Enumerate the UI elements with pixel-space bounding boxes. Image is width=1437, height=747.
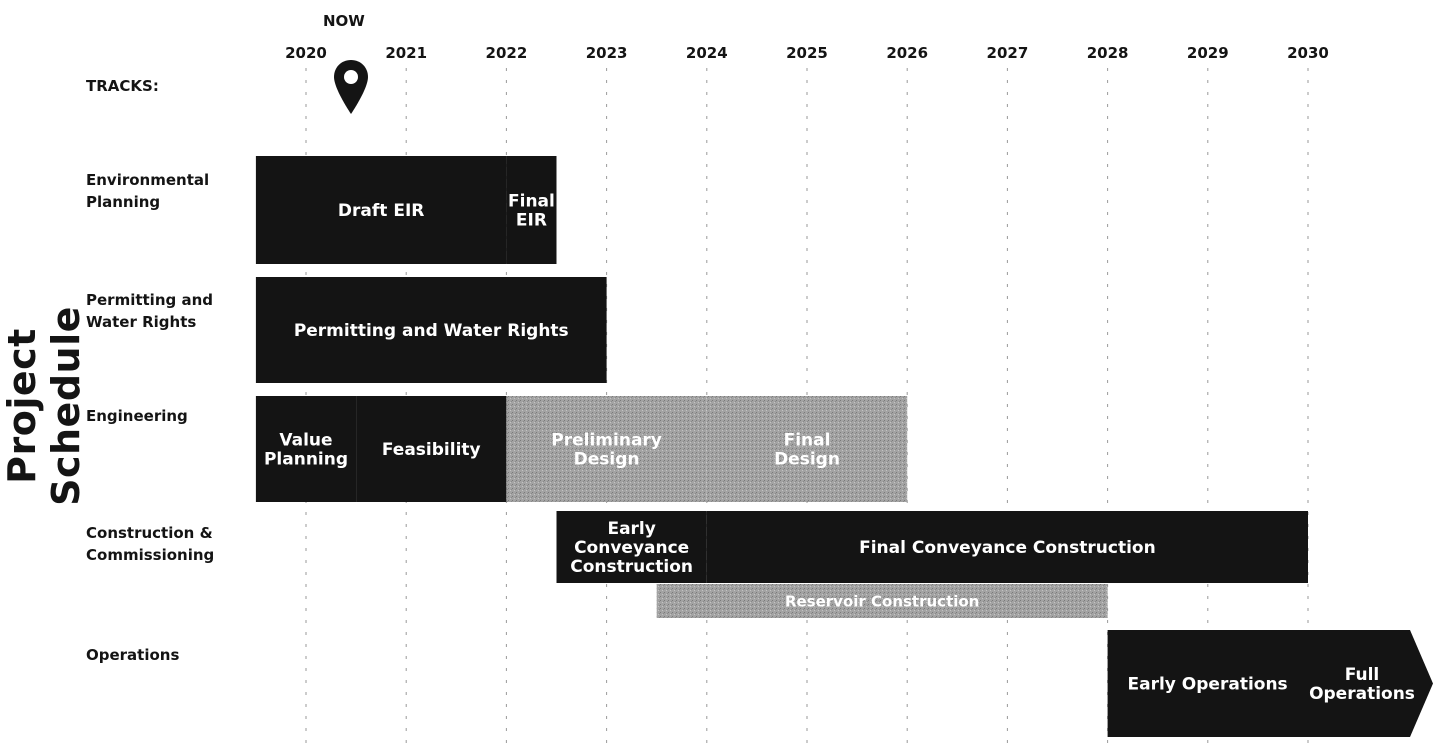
task-bar-7 bbox=[556, 511, 707, 583]
tick-label-2029: 2029 bbox=[1187, 44, 1229, 62]
tick-label-2030: 2030 bbox=[1287, 44, 1329, 62]
tick-label-2024: 2024 bbox=[686, 44, 728, 62]
track-label-environmental: Environmental Planning bbox=[86, 171, 210, 211]
task-label-9: Reservoir Construction bbox=[785, 592, 979, 610]
tick-label-2028: 2028 bbox=[1087, 44, 1129, 62]
tick-label-2021: 2021 bbox=[385, 44, 427, 62]
now-label: NOW bbox=[323, 12, 365, 30]
task-label-2: Permitting and Water Rights bbox=[294, 321, 569, 341]
task-bar-2 bbox=[255, 277, 607, 383]
tick-label-2023: 2023 bbox=[586, 44, 628, 62]
map-pin-icon bbox=[334, 60, 368, 114]
task-bar-0 bbox=[255, 156, 507, 264]
task-bar-3 bbox=[255, 396, 357, 502]
task-bar-9 bbox=[656, 584, 1108, 618]
tick-label-2027: 2027 bbox=[987, 44, 1029, 62]
task-label-8: Final Conveyance Construction bbox=[859, 538, 1156, 558]
track-label-engineering: Engineering bbox=[86, 407, 188, 425]
task-label-10: Early Operations bbox=[1128, 674, 1288, 694]
task-label-0: Draft EIR bbox=[338, 201, 424, 221]
tracks-heading: TRACKS: bbox=[86, 77, 159, 95]
tick-label-2025: 2025 bbox=[786, 44, 828, 62]
tick-label-2026: 2026 bbox=[886, 44, 928, 62]
track-label-operations: Operations bbox=[86, 646, 180, 664]
year-tick-labels: 2020 2021 2022 2023 2024 2025 2026 2027 2028 2029… bbox=[285, 44, 1329, 62]
task-bar-1 bbox=[506, 156, 557, 264]
task-bar-5 bbox=[506, 396, 707, 502]
task-bar-6 bbox=[706, 396, 908, 502]
task-bar-11 bbox=[1308, 630, 1433, 737]
task-bar-4 bbox=[356, 396, 507, 502]
tick-label-2020: 2020 bbox=[285, 44, 327, 62]
task-bar-8 bbox=[706, 511, 1308, 583]
tick-label-2022: 2022 bbox=[486, 44, 528, 62]
task-bar-10 bbox=[1107, 630, 1308, 737]
track-label-construction: Construction & Commissioning bbox=[86, 524, 215, 564]
track-label-permitting: Permitting and Water Rights bbox=[86, 291, 213, 331]
task-label-4: Feasibility bbox=[382, 440, 481, 460]
